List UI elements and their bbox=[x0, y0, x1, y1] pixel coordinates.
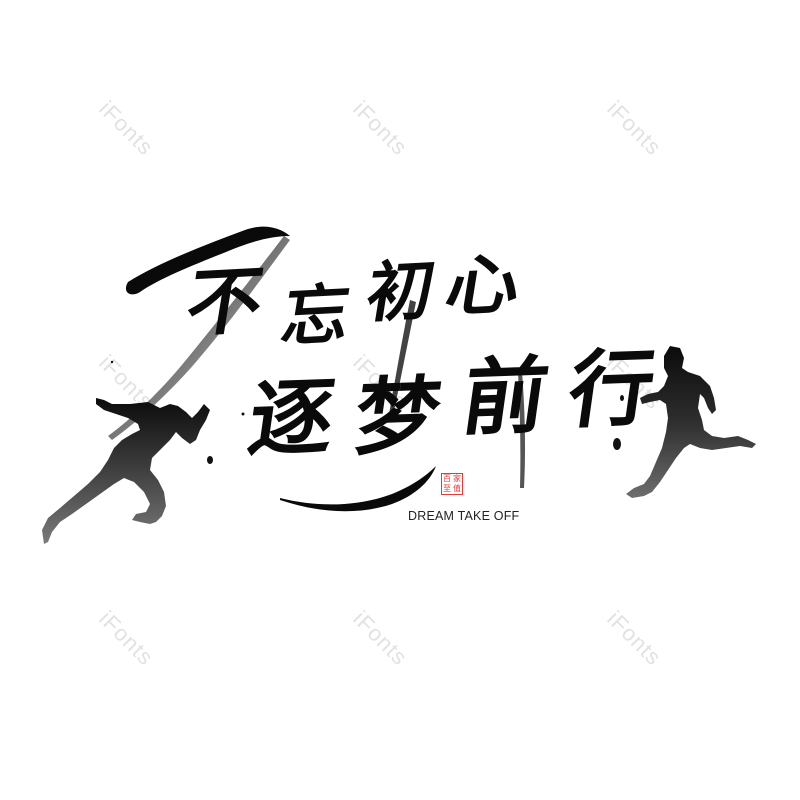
title-line-1: 不 忘 初 心 bbox=[180, 228, 522, 356]
right-runner-silhouette bbox=[626, 346, 756, 498]
seal-char: 至 bbox=[443, 484, 451, 493]
brush-stroke-vertical bbox=[518, 372, 526, 488]
title-char: 逐 bbox=[242, 367, 337, 469]
brush-stroke-tail bbox=[280, 466, 436, 512]
seal-char: 值 bbox=[453, 484, 461, 493]
seal-char: 家 bbox=[453, 474, 461, 483]
title-char: 前 bbox=[456, 345, 551, 448]
title-line-2: 逐 梦 前 行 bbox=[242, 335, 657, 470]
brush-stroke-diagonal bbox=[388, 300, 416, 421]
subtitle-text: DREAM TAKE OFF bbox=[408, 509, 520, 523]
red-seal-stamp: 百 家 至 值 bbox=[441, 473, 463, 495]
ink-splatters bbox=[110, 360, 629, 464]
seal-char: 百 bbox=[443, 474, 451, 483]
left-runner-silhouette bbox=[42, 398, 210, 544]
title-char: 梦 bbox=[348, 365, 443, 468]
brush-stroke-top bbox=[108, 226, 290, 440]
title-char: 初 bbox=[361, 250, 437, 333]
